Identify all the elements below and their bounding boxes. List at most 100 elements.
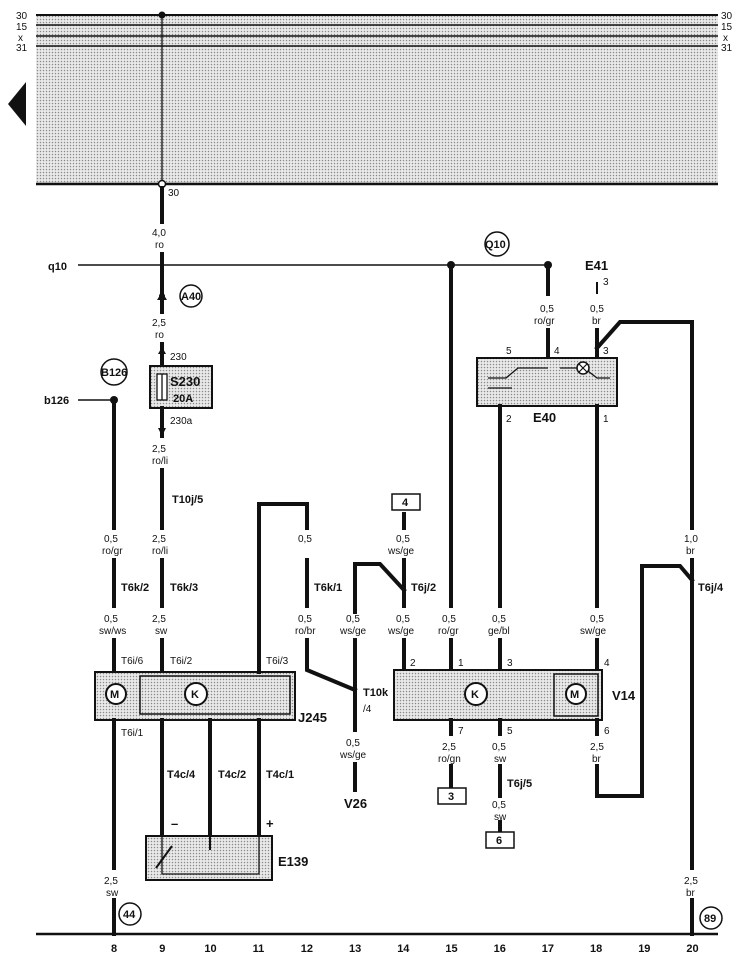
ref-A40-badge (179, 284, 203, 308)
connector-T6k3: T6k/3 (170, 582, 198, 594)
svg-text:3: 3 (603, 277, 609, 288)
svg-text:0,5: 0,5 (396, 614, 410, 625)
svg-text:sw: sw (106, 888, 119, 899)
svg-text:2,5: 2,5 (152, 318, 166, 329)
column-12: T6i/3 0,5 T6k/1 0,5 ro/br (257, 502, 358, 693)
svg-text:2,5: 2,5 (152, 534, 166, 545)
connector-T10k: T10k (363, 687, 389, 699)
svg-text:0,5: 0,5 (442, 614, 456, 625)
ground-89-badge (699, 906, 723, 930)
connector-T6k1: T6k/1 (314, 582, 342, 594)
svg-text:sw: sw (494, 812, 507, 823)
rail-right-30: 30 (721, 11, 733, 22)
svg-text:K: K (471, 689, 479, 701)
rail-left-x: x (18, 33, 23, 44)
column-number: 15 (445, 943, 457, 955)
column-number: 11 (253, 943, 265, 955)
svg-text:0,5: 0,5 (298, 614, 312, 625)
svg-text:Q10: Q10 (485, 239, 506, 251)
switch-E40: 0,5 ro/gr 4 E41 3 0,5 br 3 5 2 E40 1 (476, 258, 694, 530)
connector-T6j4: T6j/4 (698, 582, 724, 594)
J245-outputs: T6i/1 T4c/4 T4c/2 T4c/1 – + E139 (112, 718, 308, 881)
svg-text:0,5: 0,5 (590, 614, 604, 625)
svg-text:sw/ws: sw/ws (99, 626, 126, 637)
motor-M-icon (565, 683, 587, 705)
continuation-arrow-icon (8, 82, 26, 126)
svg-text:ro: ro (155, 240, 164, 251)
svg-text:br: br (686, 888, 696, 899)
svg-text:br: br (592, 316, 602, 327)
rail-left-30: 30 (16, 11, 28, 22)
rail-right-x: x (723, 33, 728, 44)
svg-text:1: 1 (458, 658, 464, 669)
top-rail-area: 30 15 x 31 30 15 x 31 30 (8, 11, 733, 199)
rail-right-31: 31 (721, 43, 733, 54)
svg-text:br: br (592, 754, 602, 765)
svg-text:ro/gn: ro/gn (438, 754, 461, 765)
svg-text:E40: E40 (533, 410, 556, 425)
svg-text:2,5: 2,5 (442, 742, 456, 753)
column-number: 14 (397, 943, 410, 955)
svg-text:ro/gr: ro/gr (534, 316, 555, 327)
q10-line: q10 Q10 (48, 231, 552, 273)
svg-text:E41: E41 (585, 258, 608, 273)
svg-text:/4: /4 (363, 704, 372, 715)
svg-text:V26: V26 (344, 796, 367, 811)
svg-text:6: 6 (496, 835, 502, 847)
column-20: 1,0 br T6j/4 2,5 br 89 (684, 534, 724, 936)
column-number: 12 (301, 943, 313, 955)
column-number: 18 (590, 943, 602, 955)
svg-text:J245: J245 (298, 710, 327, 725)
svg-text:0,5: 0,5 (492, 800, 506, 811)
svg-text:ro/li: ro/li (152, 546, 168, 557)
column-number: 10 (204, 943, 216, 955)
connector-T6k2: T6k/2 (121, 582, 149, 594)
connector-T4c4: T4c/4 (167, 769, 196, 781)
svg-text:2: 2 (506, 414, 512, 425)
svg-text:ro/li: ro/li (152, 456, 168, 467)
svg-text:B126: B126 (101, 367, 127, 379)
svg-text:5: 5 (506, 346, 512, 357)
svg-text:5: 5 (507, 726, 513, 737)
svg-text:0,5: 0,5 (346, 614, 360, 625)
svg-text:0,5: 0,5 (298, 534, 312, 545)
svg-text:T6i/1: T6i/1 (121, 728, 144, 739)
svg-text:M: M (110, 689, 119, 701)
svg-text:2,5: 2,5 (152, 614, 166, 625)
svg-text:ws/ge: ws/ge (387, 626, 415, 637)
column-number: 9 (159, 943, 165, 955)
rail-left-31: 31 (16, 43, 28, 54)
control-unit-J245: M K J245 (94, 671, 327, 725)
svg-text:3: 3 (603, 346, 609, 357)
svg-text:T6i/2: T6i/2 (170, 656, 193, 667)
svg-text:1,0: 1,0 (684, 534, 698, 545)
svg-text:ws/ge: ws/ge (387, 546, 415, 557)
svg-text:sw: sw (494, 754, 507, 765)
svg-text:0,5: 0,5 (492, 742, 506, 753)
svg-text:ws/ge: ws/ge (339, 750, 367, 761)
connector-T4c1: T4c/1 (266, 769, 294, 781)
svg-text:ws/ge: ws/ge (339, 626, 367, 637)
V14-outputs: 7 2,5 ro/gn 3 5 0,5 sw T6j/5 0,5 sw 6 6 … (437, 564, 695, 849)
column-number: 20 (686, 943, 698, 955)
ref-box-4 (391, 493, 421, 511)
ref-Q10-badge (484, 231, 510, 257)
svg-text:4: 4 (554, 346, 560, 357)
relay-K-icon (464, 682, 488, 706)
svg-text:7: 7 (458, 726, 464, 737)
svg-text:T6i/6: T6i/6 (121, 656, 144, 667)
svg-text:230a: 230a (170, 416, 193, 427)
svg-text:4,0: 4,0 (152, 228, 166, 239)
svg-text:89: 89 (704, 913, 716, 925)
column-number: 16 (494, 943, 506, 955)
ref-box-3 (437, 787, 467, 805)
svg-text:br: br (686, 546, 696, 557)
svg-text:ro/br: ro/br (295, 626, 316, 637)
svg-text:0,5: 0,5 (540, 304, 554, 315)
svg-text:M: M (570, 689, 579, 701)
column-number: 19 (638, 943, 650, 955)
power-feed: 4,0 ro A40 2,5 ro 230 S230 20A 230a 2,5 … (149, 186, 213, 674)
svg-text:K: K (191, 689, 199, 701)
svg-text:20A: 20A (173, 393, 193, 405)
ground-8: 2,5 sw 44 (104, 876, 142, 936)
